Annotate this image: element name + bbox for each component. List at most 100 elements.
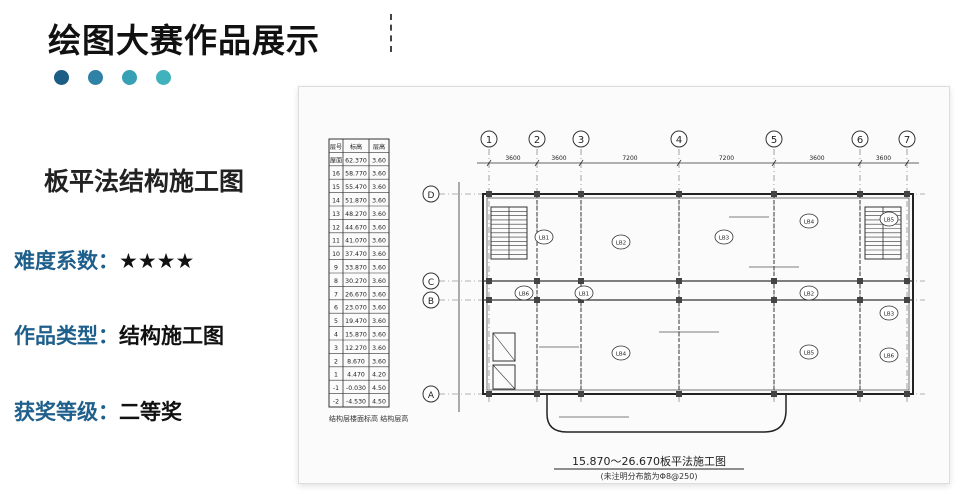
table-cell: 51.870 [345, 198, 367, 205]
slab-label: LB5 [884, 218, 895, 224]
slab-label: LB1 [579, 292, 589, 298]
axis-letter: A [428, 391, 435, 401]
table-cell: 6 [334, 305, 338, 312]
table-cell: 4.50 [372, 399, 386, 406]
work-name: 板平法结构施工图 [44, 167, 245, 196]
slab-label: LB4 [616, 352, 627, 358]
table-cell: 3.60 [372, 318, 386, 325]
table-cell: 3.60 [372, 198, 386, 205]
table-cell: 26.670 [345, 291, 367, 298]
table-cell: 16 [332, 171, 340, 178]
table-cell: 7 [334, 291, 338, 298]
axis-number: 5 [771, 135, 777, 146]
axis-number: 6 [857, 135, 863, 146]
table-cell: 8 [334, 278, 338, 285]
axis-letter: C [428, 278, 434, 288]
title-divider [390, 14, 392, 52]
table-cell: 8.670 [347, 358, 365, 365]
axis-number: 4 [676, 135, 682, 146]
info-value: ★★★★ [119, 249, 195, 273]
info-label: 难度系数： [14, 249, 119, 273]
table-cell: 3.60 [372, 224, 386, 231]
table-cell: 13 [332, 211, 340, 218]
table-cell: 37.470 [345, 251, 367, 258]
span-dimension: 3600 [551, 155, 566, 162]
drawing-title: 15.870～26.670板平法施工图 [572, 454, 726, 468]
slab-label: LB6 [884, 354, 895, 360]
table-cell: 33.870 [345, 265, 367, 272]
table-cell: 3.60 [372, 265, 386, 272]
table-cell: 4.470 [347, 372, 365, 379]
table-cell: 2 [334, 358, 338, 365]
table-cell: 9 [334, 265, 338, 272]
table-cell: -1 [333, 385, 339, 392]
table-cell: 3.60 [372, 305, 386, 312]
table-cell: 3.60 [372, 171, 386, 178]
slab-label: LB3 [884, 312, 895, 318]
table-cell: -0.030 [346, 385, 366, 392]
span-dimension: 7200 [622, 155, 637, 162]
table-cell: 3.60 [372, 157, 386, 164]
axis-letter: D [428, 191, 435, 201]
table-cell: 5 [334, 318, 338, 325]
table-cell: 55.470 [345, 184, 367, 191]
info-row-difficulty: 难度系数：★★★★ [14, 245, 194, 275]
axis-number: 3 [578, 135, 584, 146]
table-cell: 3.60 [372, 251, 386, 258]
table-cell: 3.60 [372, 332, 386, 339]
span-dimension: 3600 [876, 155, 891, 162]
table-cell: 3.60 [372, 238, 386, 245]
table-footer: 结构层楼面标高 结构层高 [329, 414, 408, 423]
table-header-cell: 层高 [373, 143, 385, 151]
slab-label: LB3 [719, 236, 730, 242]
info-row-type: 作品类型：结构施工图 [14, 320, 224, 350]
table-cell: 11 [332, 238, 340, 245]
table-cell: 19.470 [345, 318, 367, 325]
table-cell: -2 [333, 399, 339, 406]
axis-number: 7 [904, 135, 910, 146]
info-label: 作品类型： [14, 324, 119, 348]
table-cell: 15 [332, 184, 340, 191]
accent-dot [54, 70, 69, 85]
slab-label: LB2 [804, 292, 814, 298]
slab-label: LB5 [804, 351, 815, 357]
table-cell: 12.270 [345, 345, 367, 352]
table-cell: 3.60 [372, 291, 386, 298]
accent-dot [122, 70, 137, 85]
table-cell: 3 [334, 345, 338, 352]
table-cell: 58.770 [345, 171, 367, 178]
table-cell: -4.530 [346, 399, 366, 406]
table-cell: 3.60 [372, 358, 386, 365]
accent-dot [156, 70, 171, 85]
slab-label: LB2 [616, 241, 626, 247]
table-cell: 44.670 [345, 224, 367, 231]
accent-dots [54, 70, 171, 85]
table-cell: 23.070 [345, 305, 367, 312]
table-cell: 4.20 [372, 372, 386, 379]
table-cell: 4 [334, 332, 338, 339]
info-label: 获奖等级： [14, 400, 119, 424]
table-cell: 4.50 [372, 385, 386, 392]
slab-label: LB1 [539, 236, 549, 242]
table-cell: 48.270 [345, 211, 367, 218]
accent-dot [88, 70, 103, 85]
table-cell: 1 [334, 372, 338, 379]
table-cell: 12 [332, 224, 340, 231]
axis-number: 2 [534, 135, 540, 146]
table-cell: 62.370 [345, 157, 367, 164]
table-cell: 3.60 [372, 278, 386, 285]
table-cell: 3.60 [372, 184, 386, 191]
table-cell: 41.070 [345, 238, 367, 245]
axis-letter: B [428, 297, 434, 307]
span-dimension: 3600 [809, 155, 824, 162]
info-value: 结构施工图 [119, 324, 224, 348]
table-header-cell: 层号 [330, 144, 342, 151]
slab-label: LB6 [519, 292, 530, 298]
info-row-award: 获奖等级：二等奖 [14, 396, 182, 426]
table-cell: 3.60 [372, 211, 386, 218]
page-title: 绘图大赛作品展示 [48, 21, 320, 60]
table-cell: 10 [332, 251, 340, 258]
table-header-cell: 标高 [350, 143, 362, 151]
